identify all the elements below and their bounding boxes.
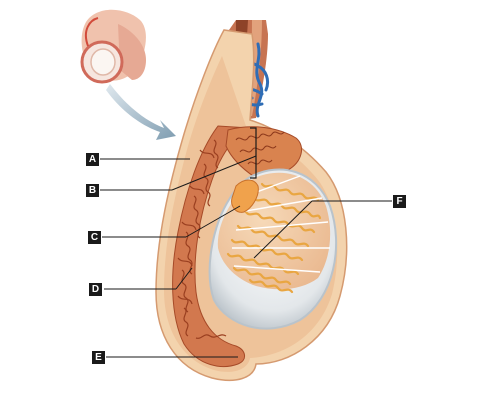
label-b: B — [86, 184, 99, 197]
label-c: C — [88, 231, 101, 244]
rete-testis — [231, 179, 259, 213]
efferent-coils — [235, 131, 285, 165]
label-a: A — [86, 153, 99, 166]
label-d: D — [89, 283, 102, 296]
label-f: F — [393, 195, 406, 208]
pointer-arrow-icon — [106, 84, 176, 140]
epididymis-coils — [177, 139, 227, 339]
epididymis — [172, 125, 251, 367]
leader-line-c-ext — [185, 205, 241, 238]
leader-line-f-ext — [253, 200, 313, 259]
label-e: E — [92, 351, 105, 364]
inset-anatomy-illustration — [80, 9, 146, 84]
leader-line-d-ext — [175, 267, 193, 290]
bracket-marker — [250, 127, 257, 179]
leader-lines — [100, 155, 392, 358]
leader-line-b-ext — [171, 155, 257, 191]
